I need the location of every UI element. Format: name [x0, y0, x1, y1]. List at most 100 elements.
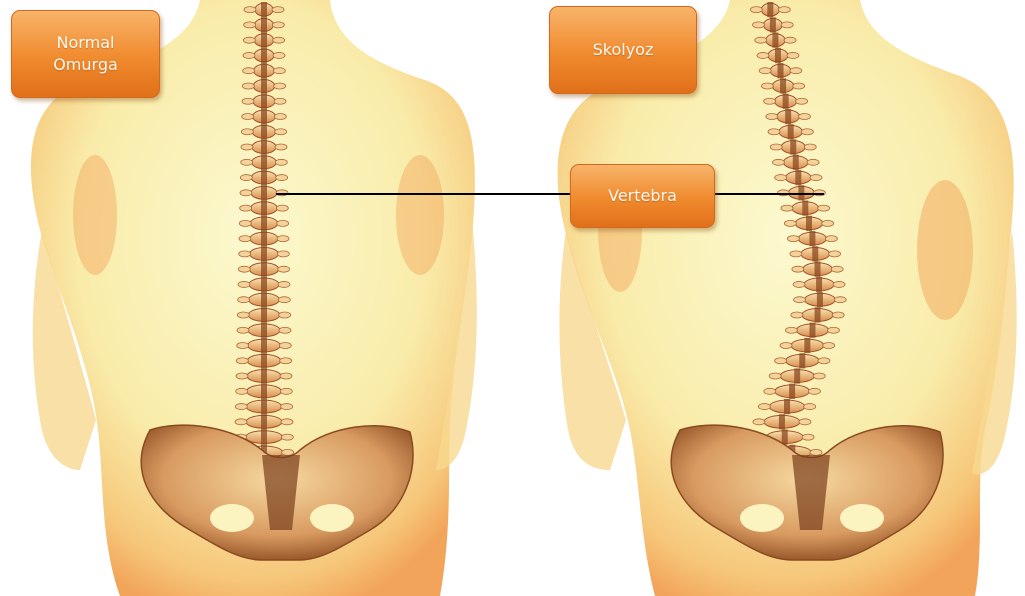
vertebra-process — [775, 175, 787, 181]
vertebra-process — [280, 388, 292, 394]
vertebra-process — [764, 98, 776, 104]
vertebra-process — [277, 236, 289, 242]
vertebra-process — [273, 37, 285, 43]
spinal-canal — [261, 94, 267, 109]
vertebra-label: Vertebra — [570, 164, 715, 228]
spinal-canal — [261, 63, 267, 78]
vertebra-process — [236, 388, 248, 394]
vertebra-process — [237, 343, 249, 349]
vertebra-process — [784, 37, 796, 43]
spinal-canal — [817, 292, 823, 307]
spinal-canal — [261, 262, 267, 277]
vertebra-process — [244, 22, 256, 28]
vertebra-process — [239, 236, 251, 242]
vertebra-process — [798, 114, 810, 120]
vertebra-process — [775, 358, 787, 364]
vertebra-process — [793, 83, 805, 89]
spinal-canal — [261, 292, 267, 307]
vertebra-process — [240, 190, 252, 196]
vertebra-process — [237, 327, 249, 333]
vertebra-process — [276, 205, 288, 211]
vertebra-process — [804, 144, 816, 150]
vertebra-process — [832, 312, 844, 318]
spinal-canal — [815, 307, 821, 322]
vertebra-process — [274, 98, 286, 104]
vertebra-process — [823, 343, 835, 349]
spinal-canal — [261, 155, 267, 170]
vertebra-process — [280, 358, 292, 364]
vertebra-process — [766, 114, 778, 120]
vertebra-process — [810, 175, 822, 181]
spinal-canal — [261, 2, 267, 17]
vertebra-process — [235, 404, 247, 410]
vertebra-process — [784, 220, 796, 226]
spinal-canal — [767, 2, 773, 17]
spinal-canal — [783, 94, 789, 109]
vertebra-process — [801, 129, 813, 135]
vertebra-process — [790, 251, 802, 257]
vertebra-process — [792, 266, 804, 272]
vertebra-process — [825, 236, 837, 242]
spinal-canal — [812, 246, 818, 261]
spinal-canal — [261, 185, 267, 200]
vertebra-process — [764, 388, 776, 394]
spinal-canal — [261, 429, 267, 444]
vertebra-process — [235, 419, 247, 425]
spinal-canal — [809, 323, 815, 338]
vertebra-process — [277, 251, 289, 257]
spinal-canal — [770, 17, 776, 32]
vertebra-process — [278, 281, 290, 287]
vertebra-process — [793, 281, 805, 287]
spinal-canal — [261, 200, 267, 215]
vertebra-process — [810, 449, 822, 455]
scoliosis-right-shoulder-shade — [917, 180, 973, 320]
spinal-canal — [261, 109, 267, 124]
vertebra-process — [238, 281, 250, 287]
vertebra-process — [831, 266, 843, 272]
vertebra-process — [280, 373, 292, 379]
vertebra-process — [241, 129, 253, 135]
spinal-canal — [261, 368, 267, 383]
normal-left-shoulder-shade — [73, 155, 117, 275]
vertebra-process — [275, 129, 287, 135]
spinal-canal — [815, 262, 821, 277]
vertebra-process — [791, 312, 803, 318]
spinal-canal — [795, 170, 801, 185]
spinal-canal — [261, 17, 267, 32]
vertebra-process — [278, 297, 290, 303]
spinal-canal — [789, 384, 795, 399]
vertebra-process — [794, 297, 806, 303]
vertebra-process — [239, 220, 251, 226]
spinal-canal — [261, 323, 267, 338]
vertebra-process — [813, 373, 825, 379]
vertebra-process — [753, 419, 765, 425]
scoliosis-label: Skolyoz — [549, 6, 697, 94]
spinal-canal — [261, 216, 267, 231]
vertebra-process — [822, 220, 834, 226]
vertebra-process — [244, 7, 256, 13]
spinal-canal — [261, 231, 267, 246]
vertebra-process — [750, 7, 762, 13]
vertebra-process — [780, 343, 792, 349]
vertebra-process — [827, 327, 839, 333]
spinal-canal — [261, 78, 267, 93]
vertebra-process — [278, 266, 290, 272]
vertebra-process — [802, 434, 814, 440]
vertebra-process — [274, 83, 286, 89]
vertebra-process — [238, 297, 250, 303]
spinal-canal — [772, 33, 778, 48]
vertebra-process — [279, 327, 291, 333]
vertebra-process — [243, 52, 255, 58]
vertebra-process — [758, 404, 770, 410]
vertebra-process — [273, 52, 285, 58]
spinal-canal — [784, 399, 790, 414]
spinal-canal — [806, 216, 812, 231]
vertebra-process — [236, 373, 248, 379]
vertebra-process — [759, 68, 771, 74]
vertebra-process — [807, 159, 819, 165]
vertebra-process — [818, 358, 830, 364]
vertebra-process — [796, 98, 808, 104]
vertebra-process — [768, 129, 780, 135]
spinal-canal — [790, 139, 796, 154]
vertebra-process — [273, 68, 285, 74]
